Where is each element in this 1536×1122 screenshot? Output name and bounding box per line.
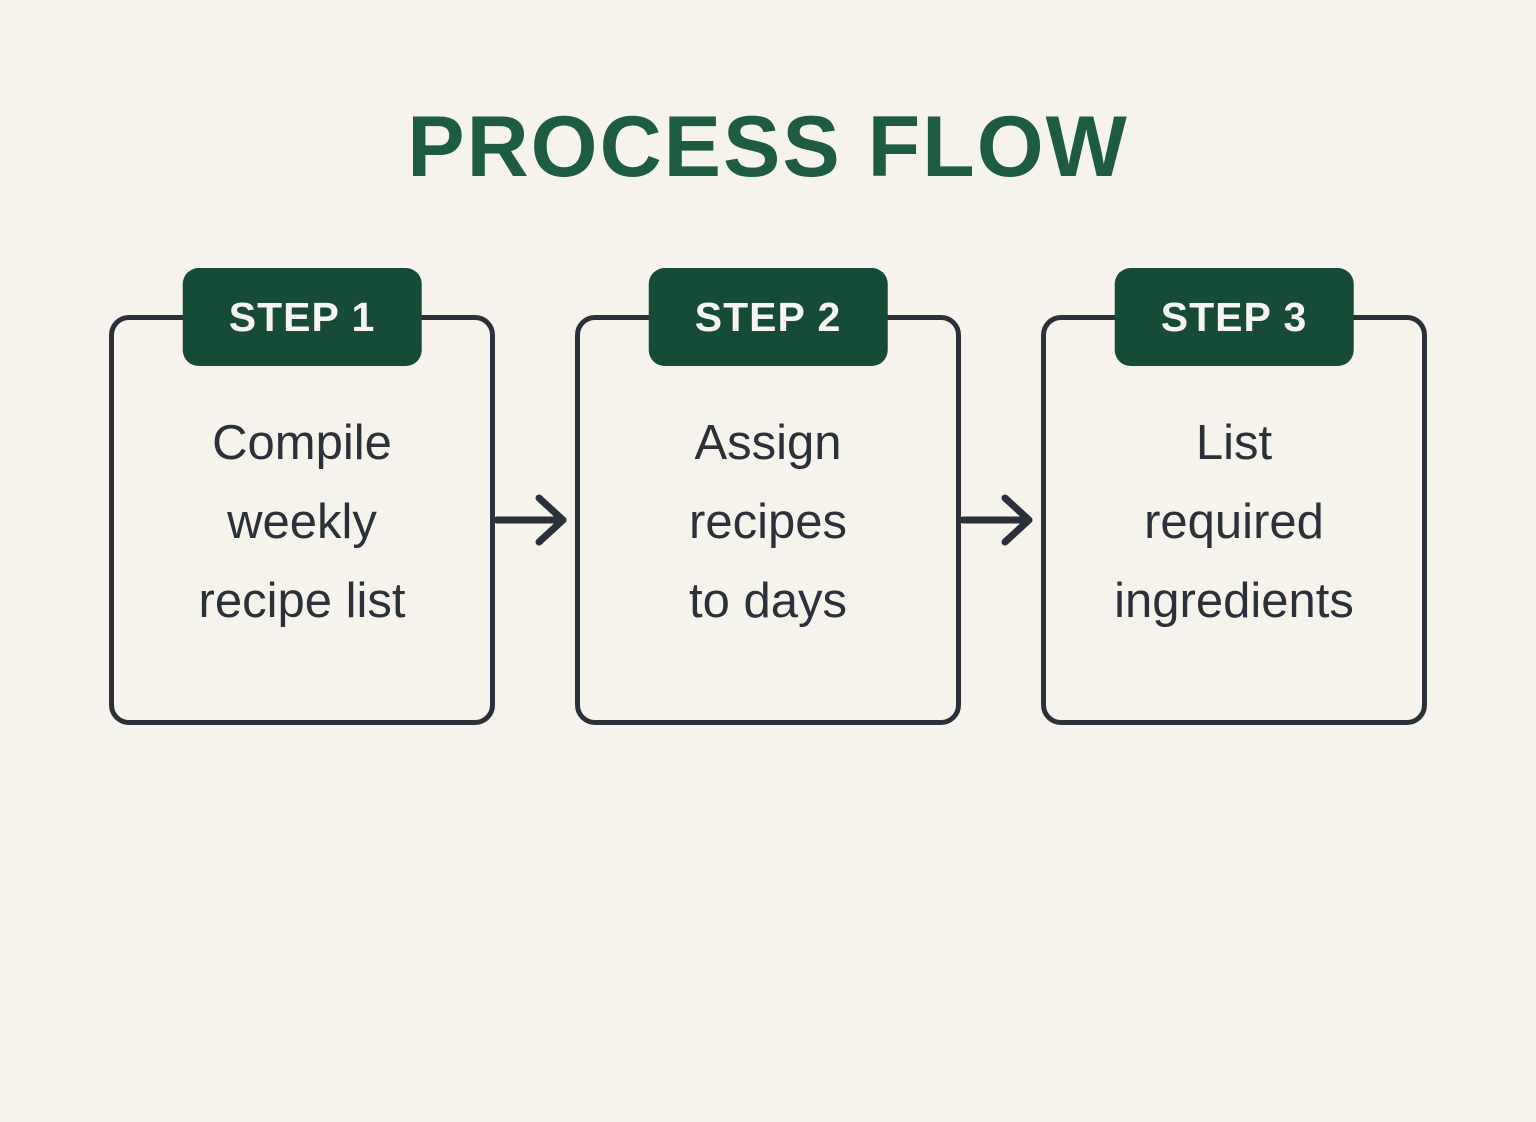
step-3-line-2: required (1144, 494, 1324, 549)
step-1-description: Compile weekly recipe list (199, 404, 406, 641)
step-1-line-1: Compile (212, 415, 392, 470)
right-arrow-icon (961, 485, 1041, 555)
step-1-box: STEP 1 Compile weekly recipe list (109, 268, 495, 725)
step-2-line-1: Assign (694, 415, 842, 470)
step-3-line-1: List (1195, 415, 1273, 470)
step-1-line-3: recipe list (198, 573, 406, 628)
step-2-description: Assign recipes to days (689, 404, 847, 641)
step-1-line-2: weekly (227, 494, 377, 549)
right-arrow-icon (495, 485, 575, 555)
process-flow-diagram: STEP 1 Compile weekly recipe list STEP 2… (0, 268, 1536, 725)
step-2-box: STEP 2 Assign recipes to days (575, 268, 961, 725)
step-2-line-2: recipes (689, 494, 847, 549)
step-1-badge: STEP 1 (182, 268, 422, 366)
page-title: PROCESS FLOW (407, 99, 1129, 195)
step-2-line-3: to days (689, 573, 847, 628)
step-2-badge: STEP 2 (648, 268, 888, 366)
step-3-badge: STEP 3 (1114, 268, 1354, 366)
step-3-line-3: ingredients (1114, 573, 1354, 628)
step-3-box: STEP 3 List required ingredients (1041, 268, 1427, 725)
step-3-description: List required ingredients (1114, 404, 1354, 641)
